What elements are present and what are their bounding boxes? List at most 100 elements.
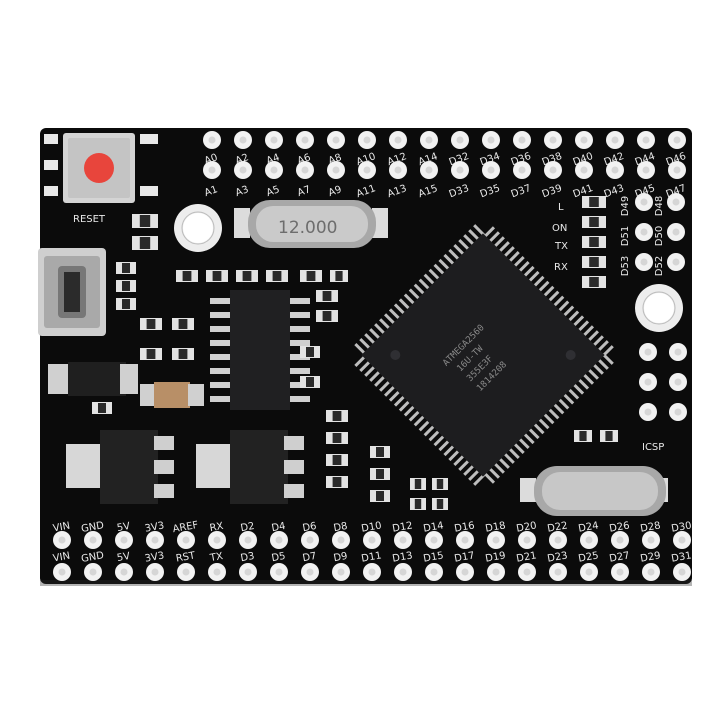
header-pad — [575, 161, 593, 179]
smd-part — [326, 432, 348, 444]
icsp-pad — [669, 373, 687, 391]
icsp-pad — [639, 343, 657, 361]
header-pad — [482, 131, 500, 149]
voltage-regulator-left — [66, 430, 174, 504]
header-pad — [544, 131, 562, 149]
pin-label: D2 — [240, 521, 256, 534]
pin-label: 5V — [116, 551, 131, 564]
diode — [48, 362, 138, 396]
header-pad — [234, 161, 252, 179]
header-pad — [635, 223, 653, 241]
header-pad — [53, 563, 71, 581]
pin-label: D24 — [578, 520, 600, 534]
header-pad — [606, 161, 624, 179]
smd-part — [432, 498, 448, 510]
header-pad — [234, 131, 252, 149]
smd-part — [140, 318, 162, 330]
header-pad — [667, 223, 685, 241]
header-pad — [518, 563, 536, 581]
pin-label: RX — [209, 521, 225, 534]
smd-part — [582, 216, 606, 228]
header-pad — [451, 131, 469, 149]
reset-button[interactable] — [63, 133, 135, 203]
header-pad — [363, 531, 381, 549]
header-pad — [358, 131, 376, 149]
smd-part — [582, 276, 606, 288]
smd-part — [116, 298, 136, 310]
micro-usb-port[interactable] — [38, 248, 106, 336]
header-pad — [611, 563, 629, 581]
smd-part — [132, 214, 158, 228]
smd-part — [582, 196, 606, 208]
header-pad — [389, 161, 407, 179]
pin-label: D17 — [454, 550, 476, 564]
header-pad — [575, 131, 593, 149]
header-pad — [332, 531, 350, 549]
smd-part — [140, 348, 162, 360]
reset-label: RESET — [73, 214, 106, 225]
header-pad — [296, 161, 314, 179]
pin-label: D5 — [271, 551, 287, 564]
smd-part — [176, 270, 198, 282]
pin-label: D6 — [302, 521, 318, 534]
pin-labels: A0A1A2A3A4A5A6A7A8A9A10A11A12A13A14A15D3… — [52, 151, 692, 565]
header-pad — [518, 531, 536, 549]
smd-part — [300, 376, 320, 388]
pin-label: A4 — [265, 152, 281, 167]
header-pad — [668, 161, 686, 179]
pin-label: 3V3 — [144, 550, 165, 564]
pin-label: D51 — [620, 226, 631, 246]
header-pad — [327, 161, 345, 179]
smd-part — [370, 446, 390, 458]
smd-part — [316, 290, 338, 302]
pin-label: D22 — [547, 520, 569, 534]
smd-part — [410, 498, 426, 510]
header-pad — [203, 161, 221, 179]
tantalum-capacitor — [140, 382, 204, 408]
icsp-pad — [639, 373, 657, 391]
pin-label: D52 — [654, 256, 665, 276]
usb-serial-chip — [210, 290, 310, 410]
header-pad — [451, 161, 469, 179]
header-pad — [549, 531, 567, 549]
smd-part — [410, 478, 426, 490]
header-pad — [544, 161, 562, 179]
header-pad — [270, 563, 288, 581]
pin-label: D23 — [547, 550, 569, 564]
top-header-pads — [203, 131, 686, 179]
reset-button-pads — [44, 134, 158, 196]
header-pad — [84, 563, 102, 581]
bottom-header-pads — [53, 531, 691, 581]
header-pad — [637, 131, 655, 149]
smd-part — [300, 346, 320, 358]
header-pad — [642, 531, 660, 549]
header-pad — [358, 161, 376, 179]
pin-label: VIN — [52, 551, 71, 565]
header-pad — [425, 563, 443, 581]
pin-label: 5V — [116, 521, 131, 534]
header-pad — [177, 531, 195, 549]
pin-label: A2 — [234, 152, 250, 167]
icsp-pad — [669, 343, 687, 361]
header-pad — [208, 531, 226, 549]
smd-part — [600, 430, 618, 442]
pin-label: D31 — [671, 550, 693, 564]
pin-label: D53 — [620, 256, 631, 276]
pin-label: GND — [80, 520, 105, 535]
header-pad — [668, 131, 686, 149]
smd-part — [574, 430, 592, 442]
smd-part — [370, 490, 390, 502]
pin-label: D49 — [620, 196, 631, 216]
pin-label: D50 — [654, 226, 665, 246]
smd-part — [172, 318, 194, 330]
header-pad — [637, 161, 655, 179]
pin-label: A9 — [327, 184, 343, 199]
header-pad — [642, 563, 660, 581]
crystal-oscillator-bottom — [520, 466, 668, 516]
header-pad — [301, 531, 319, 549]
header-pad — [482, 161, 500, 179]
crystal-label: 12.000 — [278, 218, 337, 238]
header-pad — [265, 161, 283, 179]
header-pad — [265, 131, 283, 149]
header-pad — [394, 531, 412, 549]
